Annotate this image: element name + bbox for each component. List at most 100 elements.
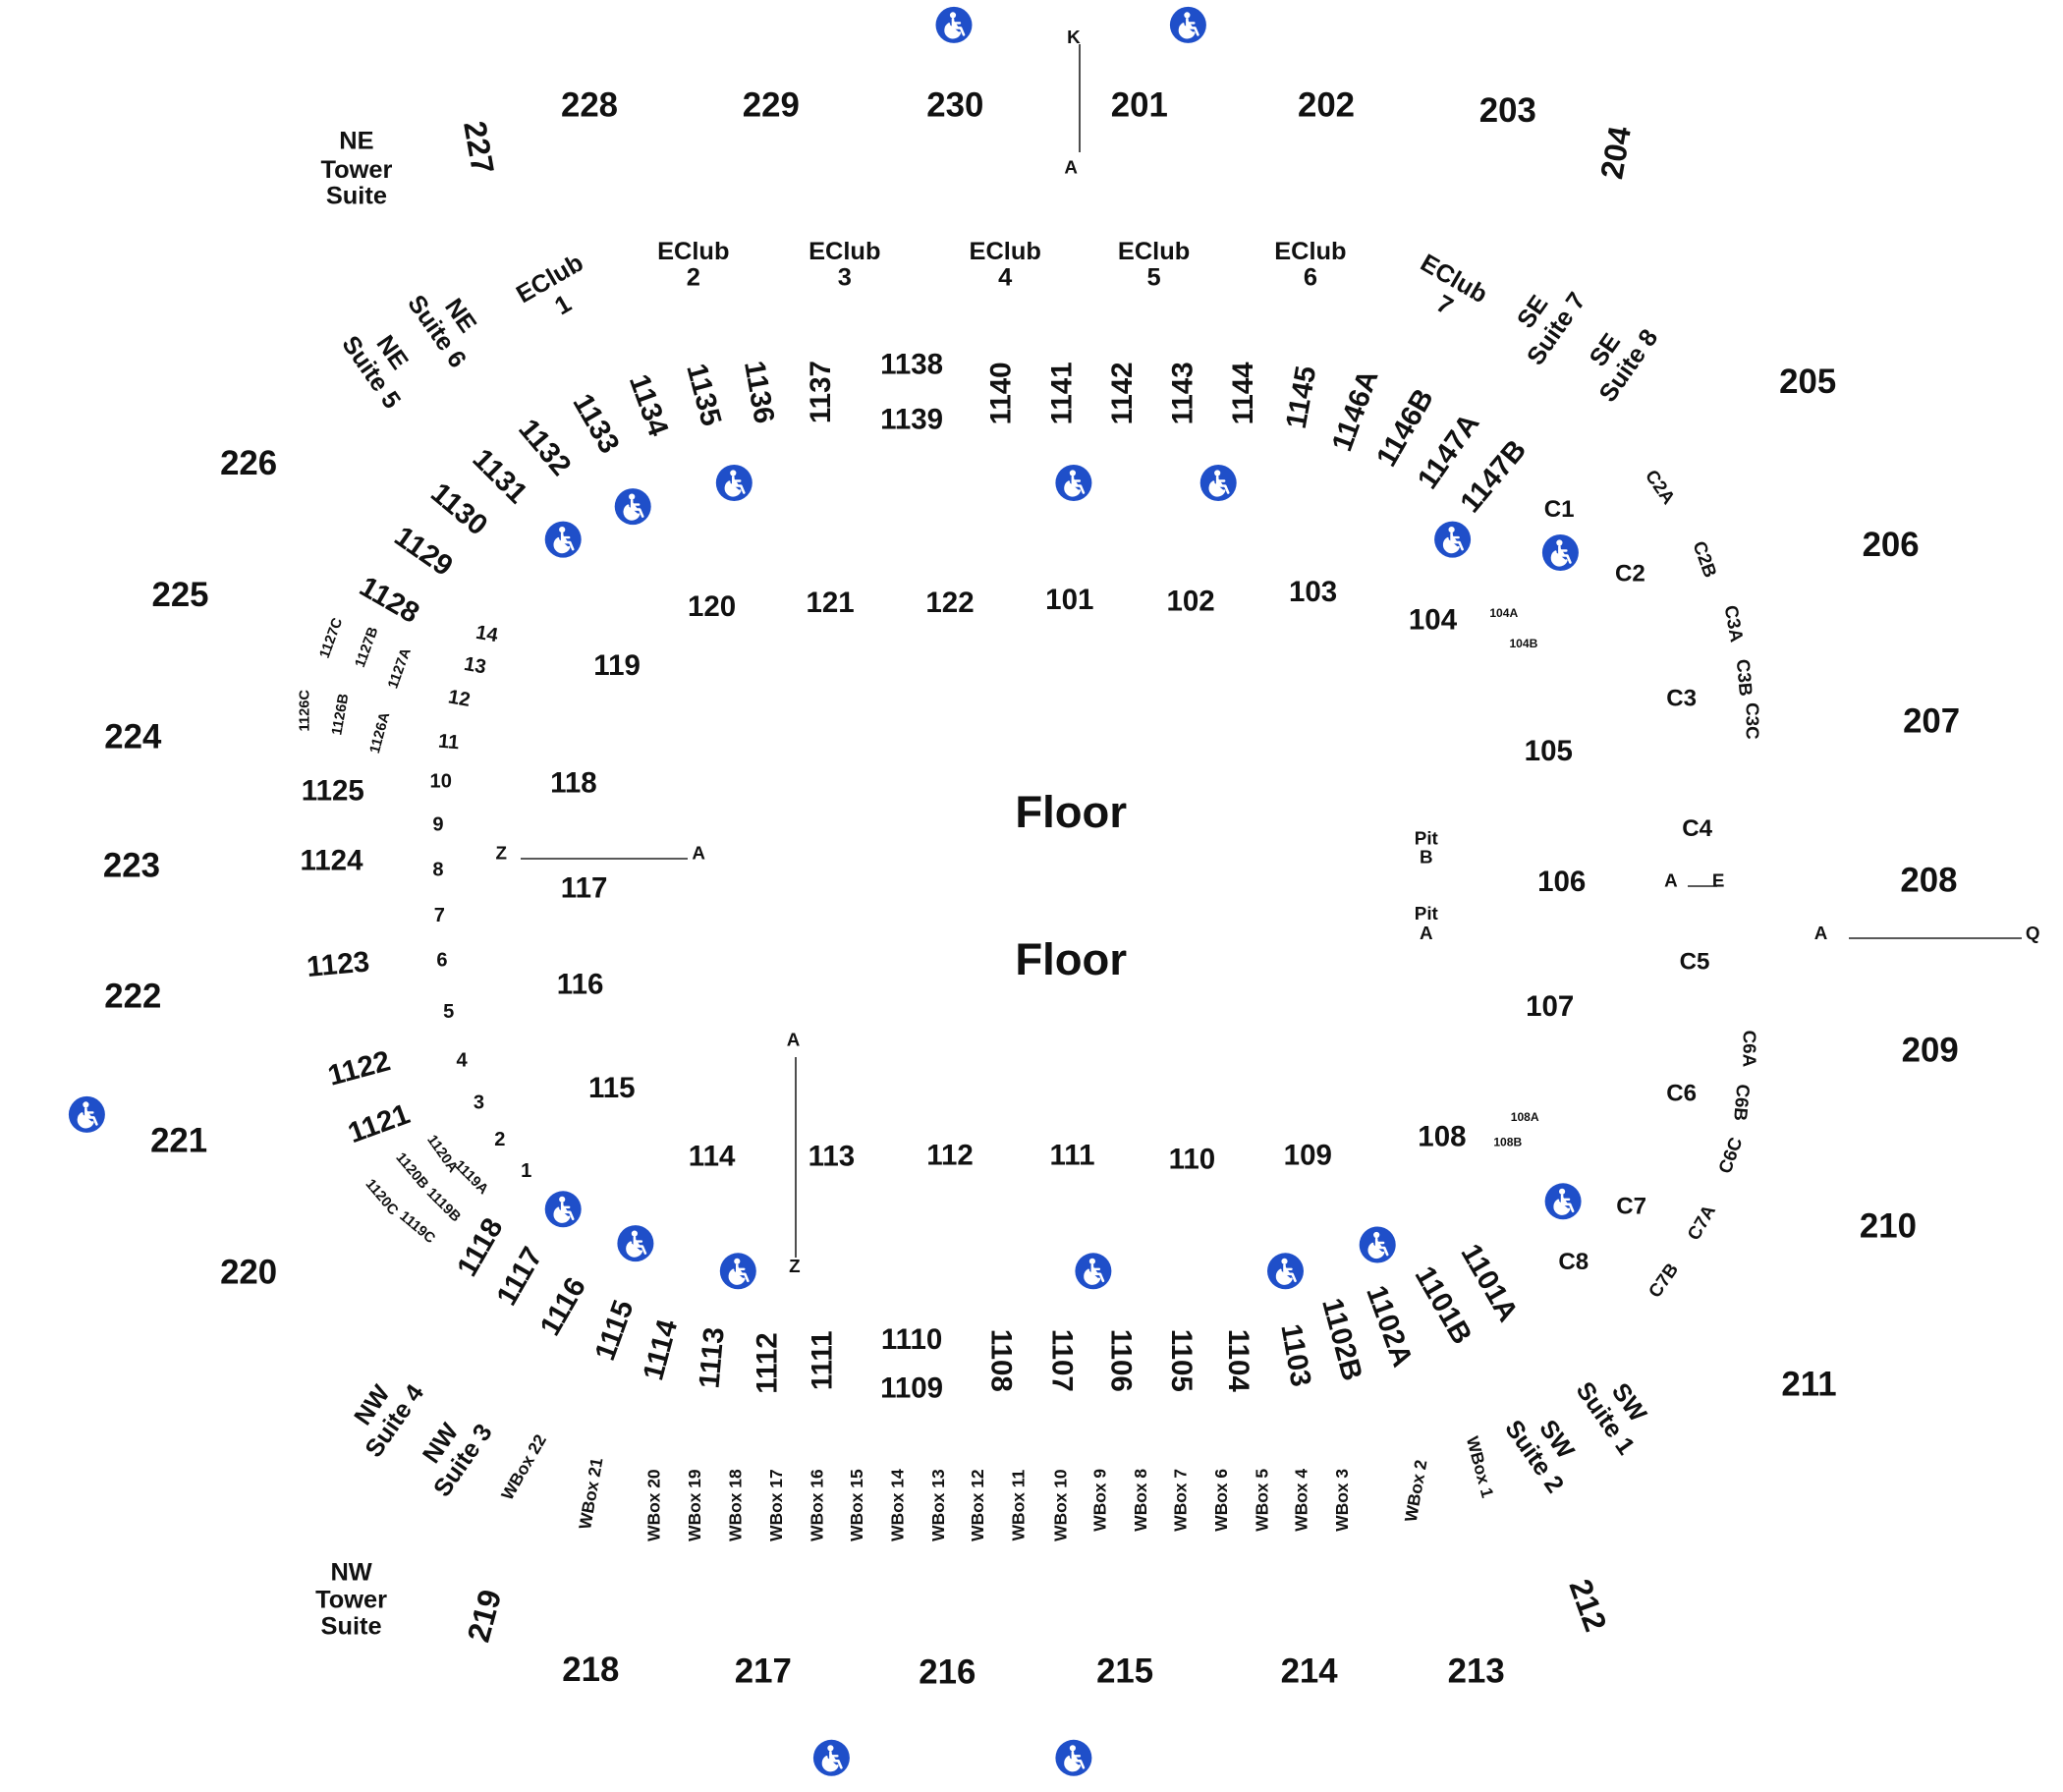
label-c-6c[interactable]: C6C [1714,1134,1747,1176]
label-s-211[interactable]: 211 [1781,1365,1836,1403]
label-wbox-17[interactable]: WBox 17 [766,1469,786,1540]
label-c-3b[interactable]: C3B [1733,658,1756,697]
label-s-121[interactable]: 121 [806,587,854,619]
label-nw-tower-3[interactable]: Suite [321,1612,382,1640]
label-s-1134[interactable]: 1134 [623,370,675,441]
label-s-206[interactable]: 206 [1863,526,1920,564]
label-s-1108[interactable]: 1108 [985,1329,1018,1392]
label-eclub-5a[interactable]: EClub [1118,238,1190,265]
label-eclub-3a[interactable]: EClub [808,238,880,265]
label-eclub-2b[interactable]: 2 [687,264,700,292]
label-c-6a[interactable]: C6A [1740,1031,1760,1068]
label-eclub-3b[interactable]: 3 [838,264,852,292]
label-c-7a[interactable]: C7A [1683,1201,1719,1243]
label-eclub-1b[interactable]: 1 [550,290,576,320]
label-s-202[interactable]: 202 [1298,86,1355,125]
label-s-217[interactable]: 217 [735,1652,792,1690]
label-floor-2[interactable]: Floor [1015,934,1127,984]
label-pit-b1[interactable]: Pit [1415,828,1439,849]
label-wbox-14[interactable]: WBox 14 [887,1469,907,1541]
label-s-1121[interactable]: 1121 [344,1097,414,1149]
label-s-1120c[interactable]: 1120C [362,1176,402,1218]
label-s-1117[interactable]: 1117 [490,1242,549,1312]
label-wbox-10[interactable]: WBox 10 [1051,1469,1071,1540]
label-c-7[interactable]: C7 [1616,1194,1646,1220]
label-eclub-1a[interactable]: EClub [512,249,588,308]
label-s-1127b[interactable]: 1127B [353,625,382,669]
label-s-212[interactable]: 212 [1562,1575,1613,1637]
label-s-218[interactable]: 218 [562,1651,619,1689]
label-s-104a[interactable]: 104A [1489,606,1518,620]
label-wbox-12[interactable]: WBox 12 [968,1469,987,1540]
label-c-4[interactable]: C4 [1682,815,1712,842]
label-eclub-2a[interactable]: EClub [657,238,729,265]
label-eclub-4b[interactable]: 4 [998,264,1012,292]
label-s-210[interactable]: 210 [1860,1207,1917,1246]
label-s-1125[interactable]: 1125 [302,774,364,807]
label-pit-b2[interactable]: B [1420,846,1433,867]
label-s-104[interactable]: 104 [1409,603,1458,636]
label-s-1130[interactable]: 1130 [424,476,493,541]
label-s-103[interactable]: 103 [1289,576,1337,608]
label-s-112[interactable]: 112 [926,1139,974,1171]
label-ne-tower-1[interactable]: NE [339,127,373,154]
label-s-225[interactable]: 225 [151,576,208,614]
label-s-215[interactable]: 215 [1096,1652,1153,1690]
label-s-207[interactable]: 207 [1903,701,1960,740]
label-wbox-20[interactable]: WBox 20 [644,1469,664,1540]
label-s-1115[interactable]: 1115 [588,1296,640,1365]
label-s-114[interactable]: 114 [689,1141,736,1173]
label-c-7b[interactable]: C7B [1645,1260,1683,1302]
label-nw-tower-2[interactable]: Tower [315,1587,387,1614]
label-wbox-9[interactable]: WBox 9 [1090,1469,1110,1532]
label-s-1109[interactable]: 1109 [880,1372,943,1404]
label-eclub-6a[interactable]: EClub [1274,238,1346,265]
label-wbox-16[interactable]: WBox 16 [808,1469,827,1541]
label-s-101[interactable]: 101 [1045,584,1093,616]
label-s-1127c[interactable]: 1127C [317,616,347,661]
label-s-106[interactable]: 106 [1537,866,1586,898]
label-eclub-7b[interactable]: 7 [1431,290,1457,320]
label-s-1122[interactable]: 1122 [324,1044,393,1092]
label-s-1119b[interactable]: 1119B [423,1185,464,1225]
label-s-108[interactable]: 108 [1418,1121,1466,1153]
label-s-104b[interactable]: 104B [1509,637,1537,650]
label-pit-a1[interactable]: Pit [1415,903,1439,924]
label-s-1144[interactable]: 1144 [1227,362,1259,425]
label-s-119[interactable]: 119 [593,649,641,682]
label-s-216[interactable]: 216 [919,1653,976,1692]
label-s-1143[interactable]: 1143 [1167,362,1199,424]
label-c-3[interactable]: C3 [1666,686,1697,712]
label-c-6[interactable]: C6 [1666,1080,1697,1106]
label-c-5[interactable]: C5 [1680,949,1710,976]
label-wbox-15[interactable]: WBox 15 [847,1469,866,1541]
label-wbox-21[interactable]: WBox 21 [575,1456,607,1531]
label-s-1114[interactable]: 1114 [637,1316,684,1383]
label-s-1119c[interactable]: 1119C [396,1208,437,1247]
label-s-1104[interactable]: 1104 [1222,1329,1255,1393]
label-s-108b[interactable]: 108B [1493,1136,1522,1149]
label-s-102[interactable]: 102 [1166,586,1214,618]
label-c-2a[interactable]: C2A [1642,466,1680,508]
label-s-1142[interactable]: 1142 [1106,362,1139,424]
label-s-1107[interactable]: 1107 [1045,1329,1078,1392]
label-c-6b[interactable]: C6B [1730,1084,1754,1122]
label-s-1136[interactable]: 1136 [738,359,781,426]
label-s-118[interactable]: 118 [550,766,597,799]
label-c-8[interactable]: C8 [1558,1249,1589,1275]
label-s-221[interactable]: 221 [150,1122,207,1160]
label-s-1145[interactable]: 1145 [1280,364,1323,431]
label-s-122[interactable]: 122 [925,587,974,619]
label-s-208[interactable]: 208 [1900,862,1957,900]
label-s-1141[interactable]: 1141 [1045,362,1078,424]
label-s-105[interactable]: 105 [1525,735,1573,767]
label-s-224[interactable]: 224 [104,718,162,756]
label-s-1102a[interactable]: 1102A [1360,1281,1419,1371]
label-ne-tower-3[interactable]: Suite [326,183,387,210]
label-s-120[interactable]: 120 [688,590,736,623]
label-c-3c[interactable]: C3C [1742,702,1762,740]
label-s-111[interactable]: 111 [1050,1139,1095,1171]
label-wbox-18[interactable]: WBox 18 [726,1469,746,1541]
label-s-226[interactable]: 226 [220,444,277,482]
label-s-201[interactable]: 201 [1111,86,1168,125]
